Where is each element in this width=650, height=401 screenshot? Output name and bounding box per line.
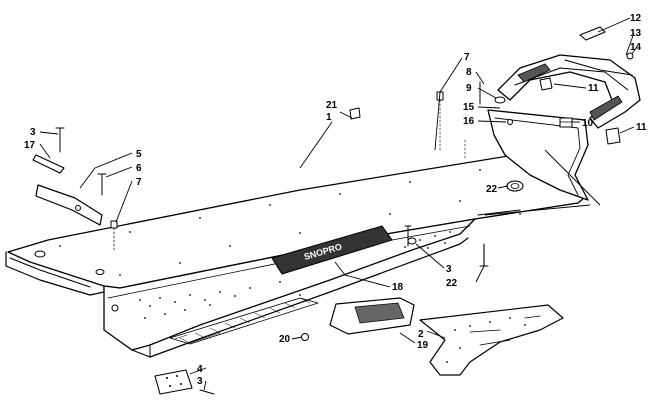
callout-11: 11 [636,122,647,133]
tunnel-decal: SNOPRO [271,225,393,275]
callout-17: 17 [24,140,36,151]
callout-22: 22 [486,184,498,195]
side-rivets [139,231,451,319]
callout-10: 10 [582,118,594,129]
callout-7: 7 [136,177,142,188]
callout-9: 9 [466,83,472,94]
callout-15: 15 [463,102,475,113]
callout-21: 21 [326,100,338,111]
lower-parts [154,107,564,395]
callout-18: 18 [392,282,404,293]
front-bracket [32,127,118,253]
callout-3: 3 [197,376,203,387]
callout-16: 16 [463,116,475,127]
traction-strip [169,297,319,345]
callout-2: 2 [418,329,424,340]
tunnel-body: SNOPRO [5,149,586,358]
callout-14: 14 [630,42,642,53]
callout-11: 11 [588,83,599,94]
callout-1: 1 [326,112,332,123]
leader-lines [39,17,637,391]
callout-8: 8 [466,67,472,78]
deck-rivets [59,169,521,276]
callout-3: 3 [446,264,452,275]
callout-13: 13 [630,28,642,39]
callout-12: 12 [630,13,642,24]
callout-3: 3 [30,127,36,138]
callout-labels: 1 2 3 3 3 4 5 6 7 7 8 9 10 11 11 12 13 1… [24,13,647,387]
callout-22: 22 [446,278,458,289]
callout-19: 19 [417,340,429,351]
callout-6: 6 [136,163,142,174]
rear-bumper-assembly [436,26,641,201]
callout-7: 7 [464,52,470,63]
callout-4: 4 [197,364,203,375]
callout-20: 20 [279,334,291,345]
callout-5: 5 [136,149,142,160]
